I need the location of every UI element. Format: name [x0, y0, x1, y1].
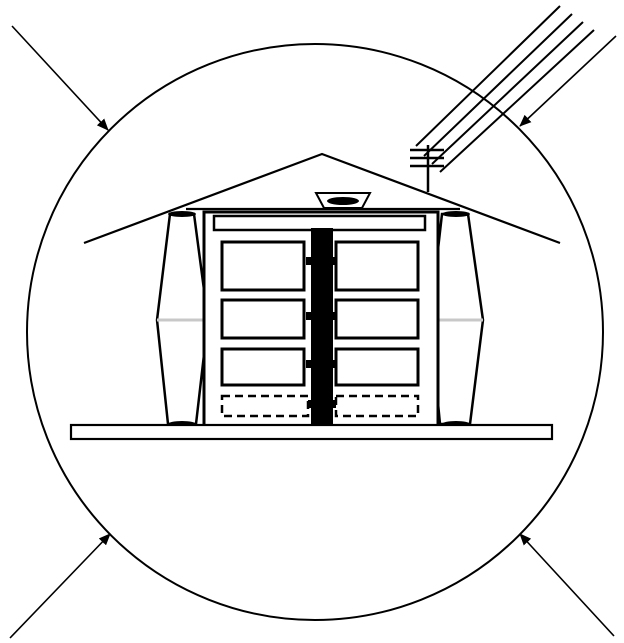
compartment-right-1 [334, 240, 420, 292]
compartment-left-1 [220, 240, 306, 292]
inward-arrow-bottom-right [519, 533, 615, 637]
inward-arrows [9, 25, 617, 639]
left-column [155, 211, 210, 427]
inward-arrow-top-right [519, 35, 617, 127]
compartment-right-3 [334, 347, 420, 387]
inward-arrow-top-left [11, 25, 109, 131]
center-divider [311, 228, 333, 426]
header-bar [212, 214, 427, 232]
solar-panel-icon [314, 192, 372, 209]
enclosing-circle [26, 43, 604, 621]
compartment-left-3 [220, 347, 306, 387]
base-platform [69, 423, 554, 441]
antenna-icon [410, 145, 444, 192]
compartment-left-2 [220, 298, 306, 340]
compartment-left-4-dashed [220, 394, 310, 418]
inward-arrow-bottom-left [9, 533, 111, 639]
signal-lines [415, 5, 595, 173]
roof [83, 152, 561, 245]
compartment-right-2 [334, 298, 420, 340]
house-icon [202, 210, 440, 428]
compartment-right-4-dashed [334, 394, 420, 418]
